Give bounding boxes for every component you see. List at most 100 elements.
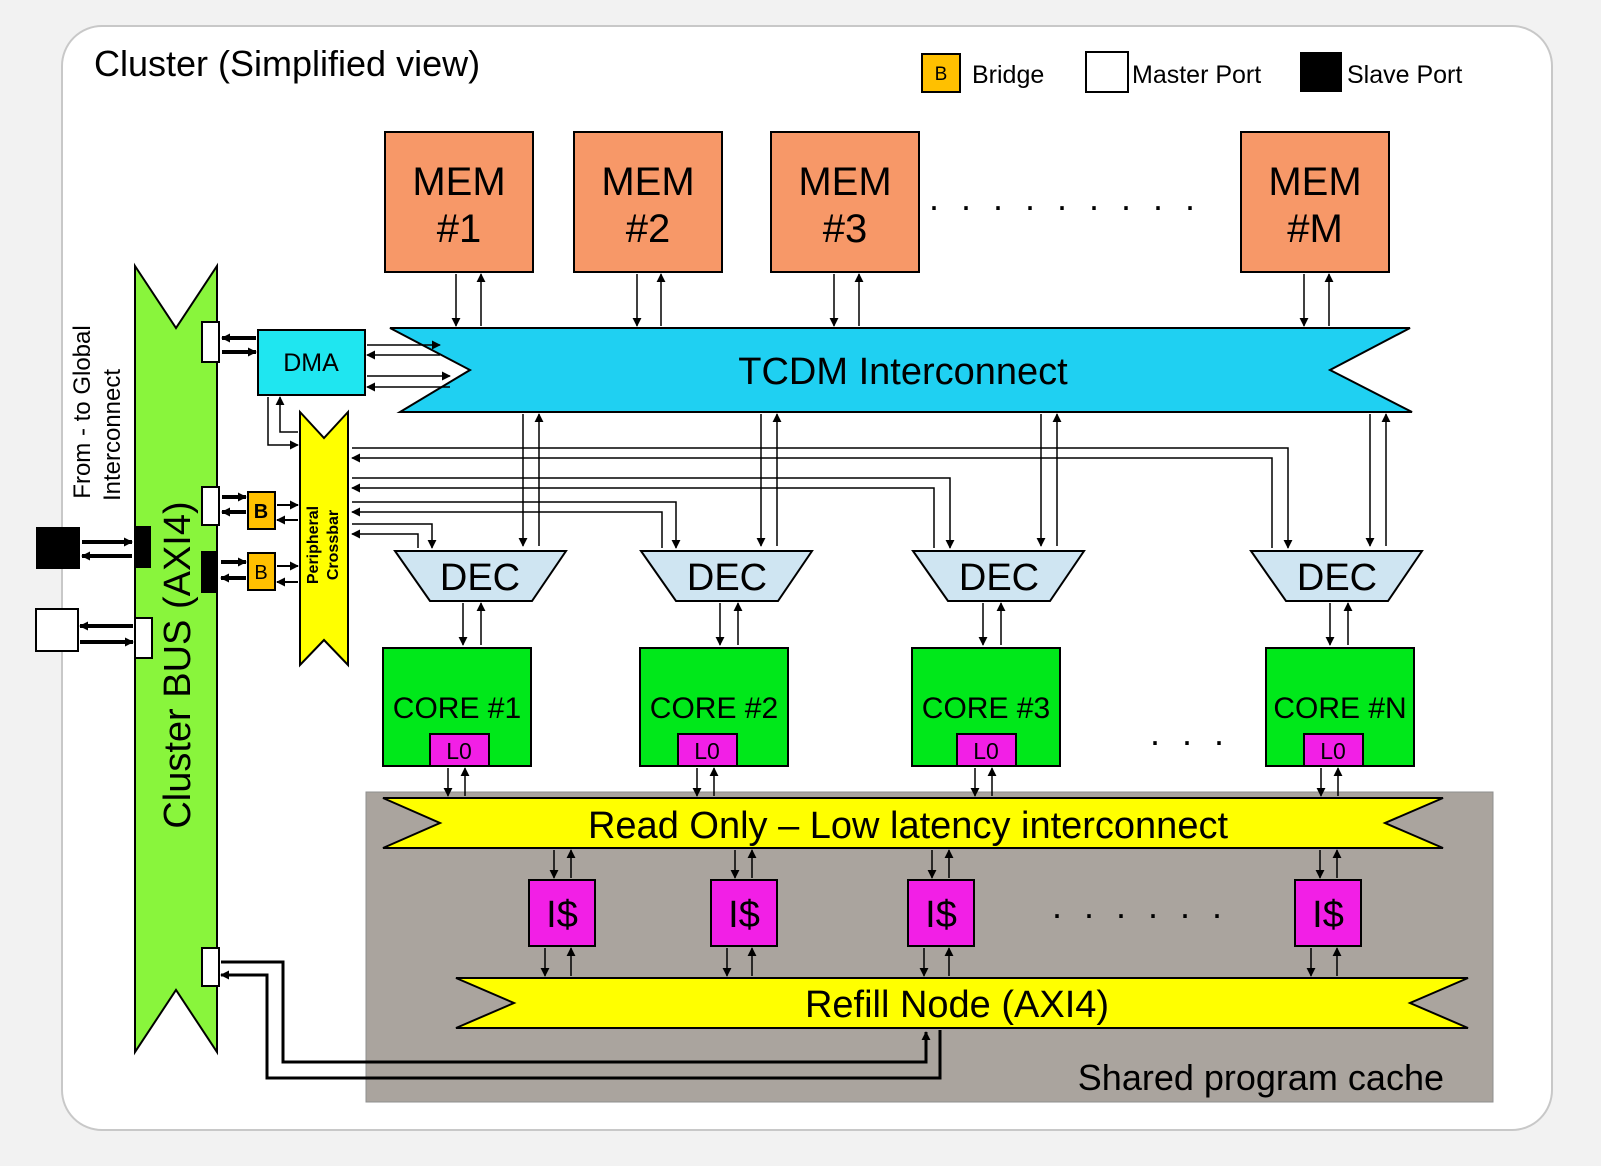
decoder: [1249, 550, 1424, 602]
icache-label: I$: [925, 894, 957, 936]
decoder-label: DEC: [959, 557, 1039, 599]
core-ellipsis: . . .: [1150, 712, 1230, 753]
ro-icache-links: [549, 849, 1342, 879]
icache: [907, 879, 975, 947]
decoder-label: DEC: [687, 557, 767, 599]
memory-box: [1240, 131, 1390, 273]
core-ro-links: [443, 767, 1343, 797]
core-block: CORE #N L0: [1265, 647, 1415, 767]
icache-refill-links: [540, 947, 1342, 977]
bus-slave-port-global: [134, 526, 151, 568]
decoder-label: DEC: [440, 557, 520, 599]
bus-master-port-refill: [201, 947, 220, 987]
memory-tcdm-links: [451, 273, 1334, 327]
legend-slave-swatch: [1300, 52, 1342, 92]
core-label: CORE #3: [922, 692, 1050, 725]
legend-bridge-swatch: [921, 53, 961, 93]
legend-slave-label: Slave Port: [1347, 61, 1462, 89]
bridge-lower-glyph: B: [254, 562, 267, 584]
refill-node: [455, 977, 1469, 1029]
shared-program-cache-label: Shared program cache: [1078, 1057, 1444, 1098]
core-label: CORE #2: [650, 692, 778, 725]
memory-box: [384, 131, 534, 273]
l0-cache: [429, 733, 490, 767]
read-only-interconnect: [382, 797, 1444, 849]
bridge-lower: [247, 552, 276, 591]
read-only-interconnect-label: Read Only – Low latency interconnect: [588, 805, 1228, 847]
icache-row: I$ I$ I$ I$ . . . . . .: [528, 879, 1362, 947]
tcdm-interconnect: [389, 327, 1413, 413]
tcdm-interconnect-label: TCDM Interconnect: [738, 351, 1068, 393]
bridge-upper: [247, 491, 276, 530]
decoder: [639, 550, 814, 602]
l0-cache: [956, 733, 1017, 767]
decoder: [393, 550, 568, 602]
memory-index: #2: [626, 207, 671, 251]
global-master-port: [35, 608, 79, 652]
legend-bridge-glyph: B: [935, 64, 948, 85]
legend: B Bridge Master Port Slave Port: [921, 51, 1462, 93]
cluster-bus: [134, 262, 218, 1056]
dma-label: DMA: [283, 349, 339, 377]
peripheral-crossbar-line2: Crossbar: [325, 510, 342, 580]
tcdm-dec-links: [518, 413, 1391, 547]
memory-index: #M: [1287, 207, 1343, 251]
core-row: CORE #1 L0 CORE #2 L0 CORE #3 L0 CORE #N…: [382, 647, 1415, 767]
memory-label: MEM: [412, 160, 505, 204]
memory-box: [770, 131, 920, 273]
l0-label: L0: [973, 738, 999, 764]
icache-label: I$: [1312, 894, 1344, 936]
memory-block: MEM #M: [1240, 131, 1390, 273]
bridge-upper-glyph: B: [254, 501, 268, 523]
l0-label: L0: [446, 738, 472, 764]
icache: [528, 879, 596, 947]
core-block: CORE #1 L0: [382, 647, 532, 767]
decoder-label: DEC: [1297, 557, 1377, 599]
memory-index: #3: [823, 207, 868, 251]
memory-block: MEM #3: [770, 131, 920, 273]
decoder-row: DEC DEC DEC DEC: [393, 550, 1424, 602]
bus-peripheral-links: [79, 333, 451, 647]
core-label: CORE #1: [393, 692, 521, 725]
icache: [710, 879, 778, 947]
l0-label: L0: [1320, 738, 1346, 764]
legend-bridge-label: Bridge: [972, 61, 1044, 89]
memory-box: [573, 131, 723, 273]
icache: [1294, 879, 1362, 947]
legend-master-label: Master Port: [1132, 61, 1261, 89]
memory-label: MEM: [1268, 160, 1361, 204]
global-interconnect-label-line1: From - to Global: [69, 325, 96, 498]
crossbar-dec-links: [351, 447, 1293, 549]
global-slave-port: [36, 527, 80, 569]
legend-master-swatch: [1085, 51, 1129, 93]
memory-label: MEM: [601, 160, 694, 204]
core-label: CORE #N: [1273, 692, 1406, 725]
bus-slave-port-bridge: [201, 551, 218, 593]
memory-ellipsis: . . . . . . . . .: [929, 177, 1201, 218]
memory-bank: MEM #1 MEM #2 MEM #3 MEM #M . . . . . . …: [384, 131, 1390, 273]
memory-label: MEM: [798, 160, 891, 204]
l0-cache: [677, 733, 738, 767]
memory-block: MEM #1: [384, 131, 534, 273]
memory-block: MEM #2: [573, 131, 723, 273]
refill-bus-links: [220, 960, 942, 1080]
decoder: [911, 550, 1086, 602]
refill-node-label: Refill Node (AXI4): [805, 984, 1109, 1026]
memory-index: #1: [437, 207, 482, 251]
global-interconnect-label-line2: Interconnect: [99, 369, 126, 501]
bus-master-port-bridge: [201, 486, 220, 526]
core-block: CORE #2 L0: [639, 647, 789, 767]
bus-master-port-dma: [201, 321, 220, 363]
core-block: CORE #3 L0: [911, 647, 1061, 767]
icache-ellipsis: . . . . . .: [1052, 885, 1228, 926]
dma-block: [257, 329, 366, 396]
l0-label: L0: [694, 738, 720, 764]
cluster-bus-label: Cluster BUS (AXI4): [157, 501, 199, 828]
peripheral-crossbar-line1: Peripheral: [305, 506, 322, 584]
peripheral-crossbar: [299, 409, 349, 668]
l0-cache: [1303, 733, 1364, 767]
diagram-title: Cluster (Simplified view): [94, 43, 480, 84]
icache-label: I$: [728, 894, 760, 936]
bus-master-port-global: [134, 617, 153, 659]
